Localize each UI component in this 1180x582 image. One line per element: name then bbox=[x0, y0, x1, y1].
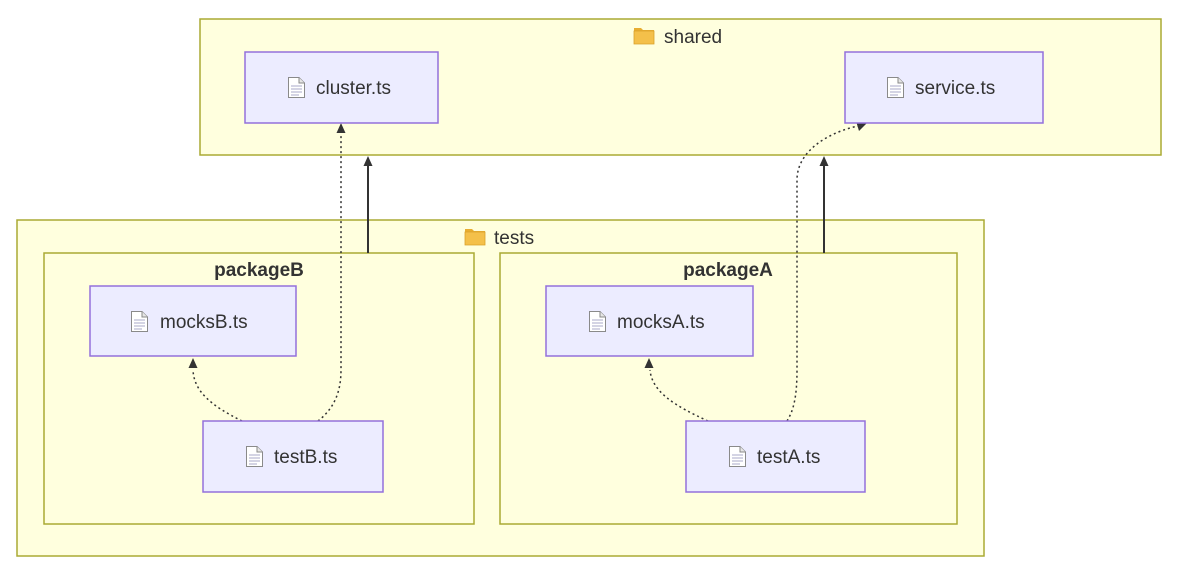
folder-icon bbox=[464, 228, 486, 246]
file-icon bbox=[131, 311, 148, 332]
node-box[interactable] bbox=[244, 51, 439, 124]
node-box[interactable] bbox=[844, 51, 1044, 124]
node-label: mocksB.ts bbox=[160, 312, 248, 333]
node-label: cluster.ts bbox=[316, 78, 391, 99]
node-mocksB-ts[interactable]: mocksB.ts bbox=[89, 285, 297, 357]
arrowhead bbox=[336, 123, 346, 133]
node-label: testA.ts bbox=[757, 447, 820, 468]
node-box[interactable] bbox=[545, 285, 754, 357]
node-label: testB.ts bbox=[274, 447, 337, 468]
file-icon bbox=[589, 311, 606, 332]
arrowhead bbox=[819, 156, 829, 166]
edge-testA-mocksA bbox=[649, 369, 709, 422]
node-label: mocksA.ts bbox=[617, 312, 705, 333]
node-mocksA-ts[interactable]: mocksA.ts bbox=[545, 285, 754, 357]
node-testB-ts[interactable]: testB.ts bbox=[202, 420, 384, 493]
file-icon bbox=[246, 446, 263, 467]
node-service-ts[interactable]: service.ts bbox=[844, 51, 1044, 124]
arrowhead bbox=[363, 156, 373, 166]
folder-icon bbox=[633, 27, 655, 45]
file-icon bbox=[887, 77, 904, 98]
edges bbox=[188, 121, 867, 422]
node-cluster-ts[interactable]: cluster.ts bbox=[244, 51, 439, 124]
file-icon bbox=[288, 77, 305, 98]
arrowhead bbox=[188, 358, 198, 368]
arrowhead bbox=[644, 358, 654, 368]
edge-testB-cluster bbox=[317, 134, 342, 422]
file-icon bbox=[729, 446, 746, 467]
node-box[interactable] bbox=[202, 420, 384, 493]
cluster-packageB-label: packageB bbox=[214, 260, 304, 281]
edge-testA-service bbox=[786, 125, 859, 422]
node-testA-ts[interactable]: testA.ts bbox=[685, 420, 866, 493]
node-box[interactable] bbox=[89, 285, 297, 357]
cluster-packageA-label: packageA bbox=[683, 260, 773, 281]
cluster-shared-label: shared bbox=[664, 27, 722, 48]
node-box[interactable] bbox=[685, 420, 866, 493]
cluster-tests-label: tests bbox=[494, 228, 534, 249]
node-label: service.ts bbox=[915, 78, 995, 99]
